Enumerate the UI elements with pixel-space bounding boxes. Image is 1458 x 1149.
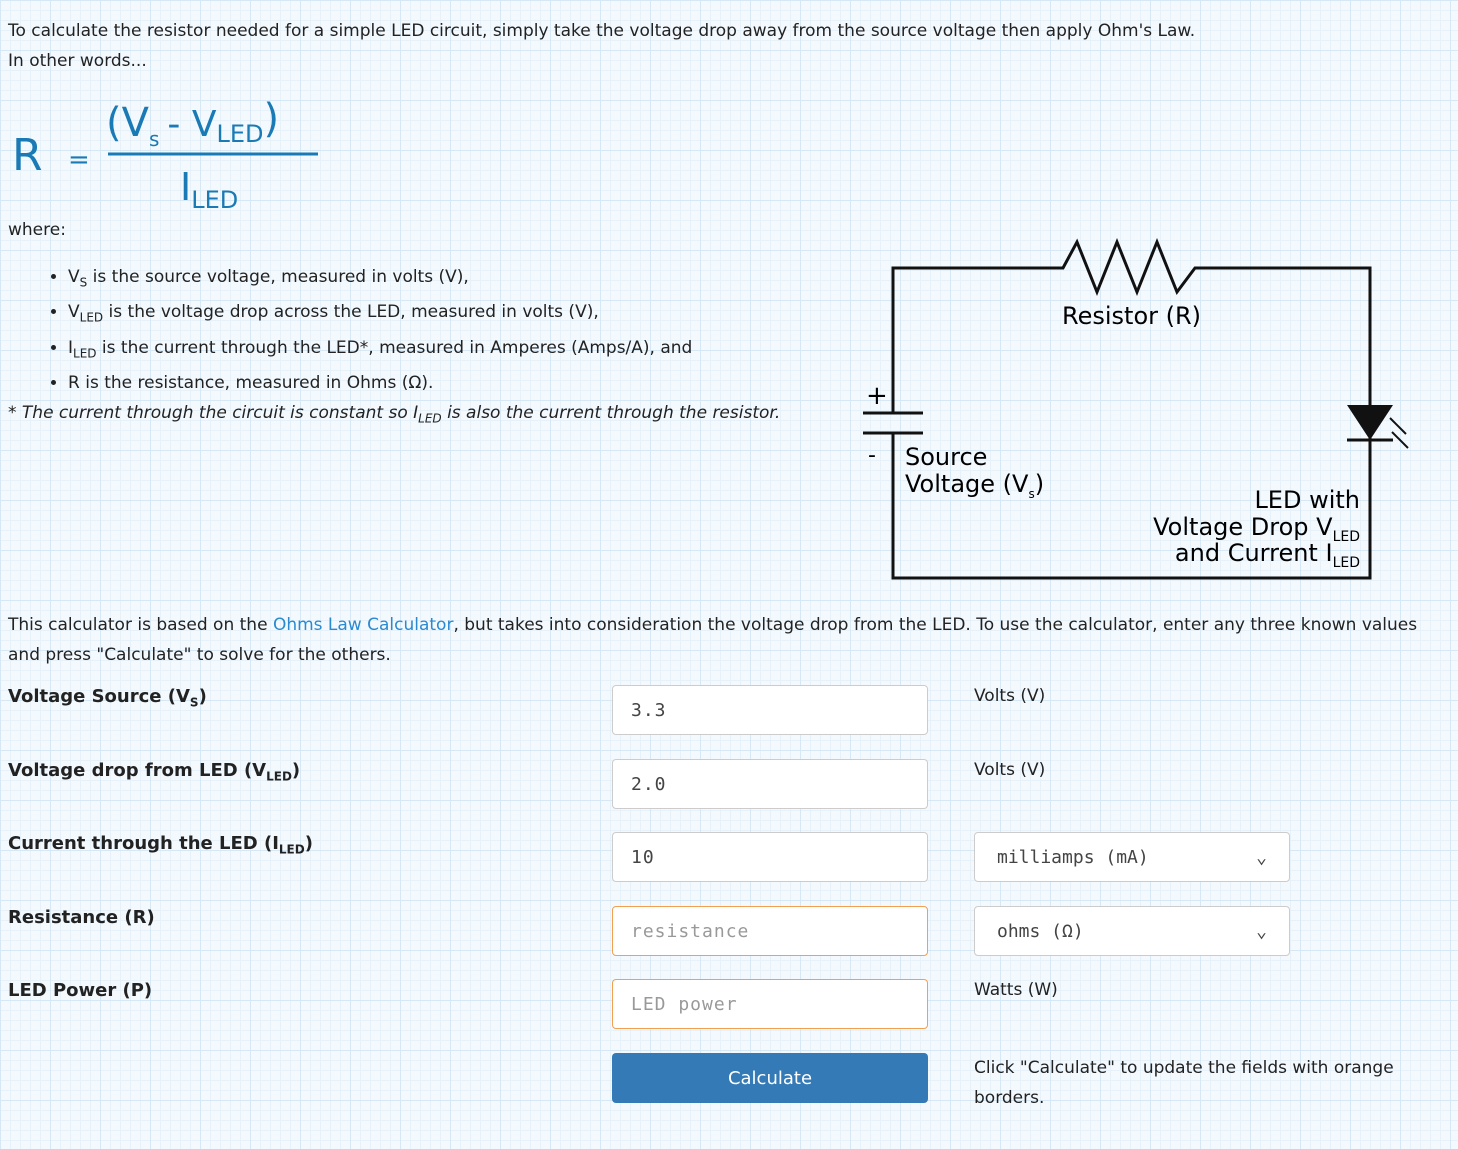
voltage-drop-label: Voltage drop from LED (VLED) — [8, 760, 301, 784]
current-input[interactable] — [612, 832, 928, 882]
calculator-intro: This calculator is based on the Ohms Law… — [8, 615, 1418, 665]
led-triangle-icon — [1347, 405, 1393, 440]
current-label: Current through the LED (ILED) — [8, 833, 313, 857]
resistance-label: Resistance (R) — [8, 907, 155, 928]
current-unit-select[interactable]: milliamps (mA)⌄ — [974, 832, 1290, 882]
resistance-input[interactable] — [612, 906, 928, 956]
minus-sign: - — [868, 443, 876, 468]
variable-list: VS is the source voltage, measured in vo… — [38, 262, 692, 398]
formula-den: ILED — [180, 165, 238, 214]
voltage-source-label: Voltage Source (VS) — [8, 686, 207, 710]
list-item: VS is the source voltage, measured in vo… — [68, 262, 692, 297]
source-label-2: Voltage (Vs) — [905, 470, 1044, 501]
led-power-unit: Watts (W) — [974, 980, 1058, 1000]
plus-sign: + — [866, 381, 888, 411]
where-label: where: — [8, 220, 66, 240]
chevron-down-icon: ⌄ — [1256, 846, 1267, 868]
list-item: R is the resistance, measured in Ohms (Ω… — [68, 368, 692, 398]
formula-num: (Vs- VLED) — [106, 96, 279, 151]
intro-text: To calculate the resistor needed for a s… — [8, 21, 1196, 71]
current-note: * The current through the circuit is con… — [8, 403, 781, 426]
formula-r: R — [12, 130, 43, 181]
calculate-button[interactable]: Calculate — [612, 1053, 928, 1103]
source-label: Source — [905, 443, 987, 471]
voltage-source-input[interactable] — [612, 685, 928, 735]
calculate-hint: Click "Calculate" to update the fields w… — [974, 1058, 1394, 1108]
circuit-wire — [891, 237, 1372, 580]
formula-eq: = — [68, 145, 90, 175]
led-label-3: and Current ILED — [1175, 539, 1360, 571]
list-item: ILED is the current through the LED*, me… — [68, 333, 692, 368]
voltage-drop-unit: Volts (V) — [974, 760, 1046, 780]
resistor-label: Resistor (R) — [1062, 302, 1201, 330]
list-item: VLED is the voltage drop across the LED,… — [68, 297, 692, 332]
light-arrows-icon — [1389, 417, 1409, 449]
resistor-formula: R = (Vs- VLED) ILED — [12, 96, 318, 214]
circuit-diagram: Resistor (R) + - Source Voltage (Vs) LED… — [863, 237, 1409, 580]
chevron-down-icon: ⌄ — [1256, 920, 1267, 942]
voltage-drop-input[interactable] — [612, 759, 928, 809]
resistance-unit-select[interactable]: ohms (Ω)⌄ — [974, 906, 1290, 956]
voltage-source-unit: Volts (V) — [974, 686, 1046, 706]
led-power-input[interactable] — [612, 979, 928, 1029]
led-label-2: Voltage Drop VLED — [1153, 513, 1360, 545]
led-power-label: LED Power (P) — [8, 980, 153, 1001]
led-label: LED with — [1254, 486, 1360, 514]
ohms-law-calculator-link[interactable]: Ohms Law Calculator — [272, 615, 454, 635]
